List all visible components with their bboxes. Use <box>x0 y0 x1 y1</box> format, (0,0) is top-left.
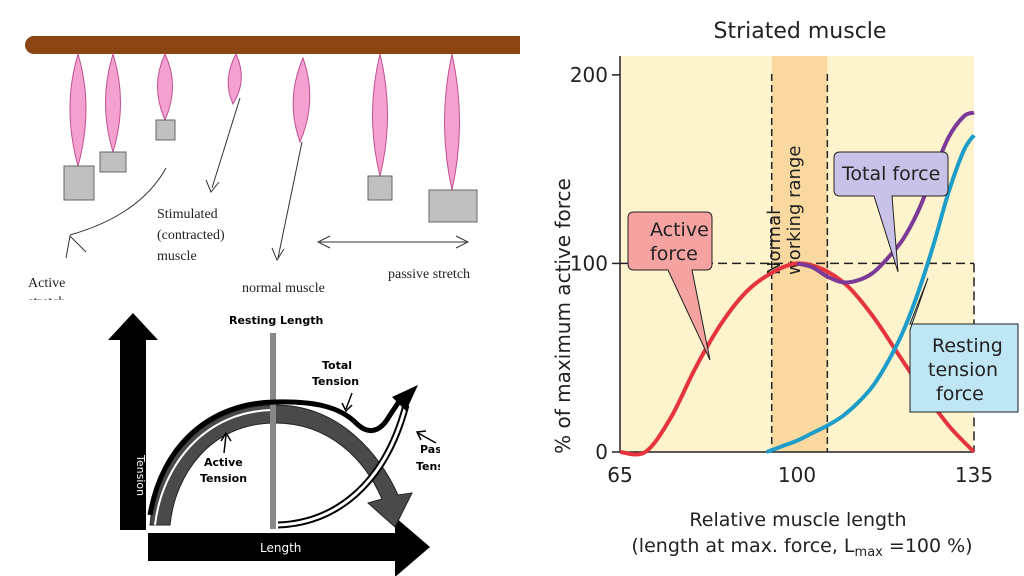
muscle-4 <box>227 52 242 106</box>
callout-total: Total force <box>841 163 940 185</box>
x-axis-title: Relative muscle length <box>689 509 906 531</box>
muscle-6 <box>372 53 388 177</box>
active-stretch-pointer <box>69 167 167 236</box>
label-passive-stretch: passive stretch <box>388 267 470 282</box>
weight-2 <box>99 151 127 173</box>
label-total-2: Tension <box>312 375 359 388</box>
normal-muscle-pointer <box>277 141 303 259</box>
callout-resting-2: tension <box>928 359 998 381</box>
label-active-stretch-2: stretch <box>28 295 65 300</box>
length-tension-diagram: Tension Length Resting Length Total Tens… <box>108 313 440 576</box>
label-stimulated-3: muscle <box>157 249 197 264</box>
total-force-callout <box>833 151 949 273</box>
label-active-2: Tension <box>200 472 247 485</box>
muscle-1 <box>69 52 87 168</box>
callout-active-2: force <box>650 243 698 265</box>
working-range-band <box>771 56 828 452</box>
muscle-7 <box>444 53 460 191</box>
support-bar <box>25 36 520 54</box>
label-normal-muscle: normal muscle <box>242 281 325 296</box>
callout-resting-3: force <box>936 383 984 405</box>
x-tick-label: 135 <box>955 463 993 487</box>
muscle-stretch-diagram: Active stretch Stimulated (contracted) m… <box>25 36 520 300</box>
band-label-2: working range <box>784 146 805 275</box>
y-axis-title: % of maximum active force <box>551 178 575 454</box>
y-tick-label: 200 <box>570 63 608 87</box>
callout-active-1: Active <box>650 219 709 241</box>
x-tick-label: 100 <box>778 463 816 487</box>
label-stimulated-2: (contracted) <box>157 228 225 243</box>
weight-3 <box>155 119 176 141</box>
y-tick-label: 100 <box>570 251 608 275</box>
active-tension-curve <box>149 404 413 528</box>
weight-7 <box>428 189 478 223</box>
label-active-1: Active <box>204 456 243 469</box>
muscle-2 <box>105 52 121 154</box>
resting-tension-curve <box>765 133 976 454</box>
band-label-1: Normal <box>764 210 785 275</box>
label-active-stretch-1: Active <box>28 276 65 291</box>
length-axis-arrow <box>148 517 430 576</box>
muscle-3 <box>157 52 173 122</box>
label-total-1: Total <box>322 359 352 372</box>
chart-title: Striated muscle <box>714 19 887 44</box>
label-resting-length: Resting Length <box>229 314 323 327</box>
y-axis-label: Tension <box>134 454 147 496</box>
label-passive-2: Tension <box>416 460 440 473</box>
muscle-5 <box>292 56 311 144</box>
total-tension-curve <box>147 395 405 516</box>
weight-1 <box>63 165 95 201</box>
total-force-curve <box>796 110 975 285</box>
weight-6 <box>367 175 393 201</box>
active-force-callout <box>627 211 713 361</box>
x-tick-label: 65 <box>607 463 632 487</box>
striated-muscle-chart: Striated muscle 0 100 200 65 100 135 Normal w… <box>551 19 1019 560</box>
x-axis-subtitle: (length at max. force, Lmax =100 %) <box>631 535 972 560</box>
y-tick-label: 0 <box>595 440 608 464</box>
stimulated-pointer <box>211 97 241 189</box>
x-axis-label: Length <box>260 541 301 555</box>
resting-length-bar <box>270 333 276 529</box>
label-passive-1: Passive <box>420 443 440 456</box>
resting-tension-callout <box>909 277 1019 413</box>
tension-axis-arrow <box>108 313 158 530</box>
label-stimulated-1: Stimulated <box>157 207 218 222</box>
callout-resting-1: Resting <box>932 335 1003 357</box>
